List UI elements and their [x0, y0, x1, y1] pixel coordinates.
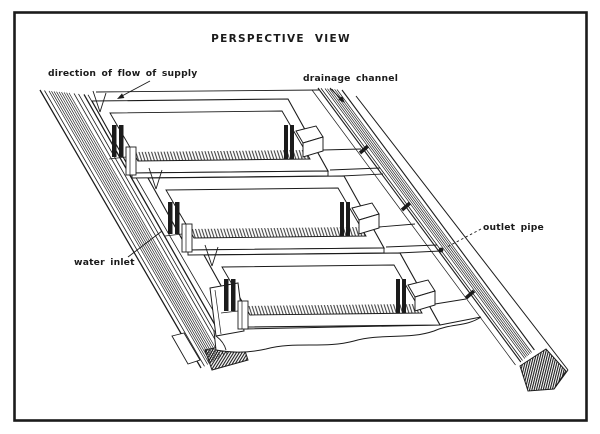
- annotation-outlet-pipe: outlet pipe: [446, 222, 544, 248]
- basin-water-band: [189, 227, 366, 238]
- figure-title: PERSPECTIVE VIEW: [211, 33, 351, 45]
- outlet-box-front: [358, 213, 380, 235]
- water-inlet-leader-line: [127, 230, 163, 258]
- outlet-monk-post: [290, 125, 294, 159]
- fish-basin-1: [91, 98, 329, 179]
- water-inlet-gate-post: [224, 279, 229, 311]
- bund-edge-lines: [95, 89, 467, 305]
- outlet-monk-post: [284, 125, 288, 159]
- inlet-gate-base: [220, 310, 239, 314]
- label-outlet-pipe: outlet pipe: [483, 222, 544, 233]
- supply-gate-notches: [92, 90, 219, 267]
- inlet-gate-base: [108, 156, 127, 160]
- water-inlet-gate-post: [112, 125, 117, 157]
- annotation-water-inlet: water inlet: [74, 230, 163, 268]
- annotation-flow-direction: direction of flow of supply: [48, 68, 197, 99]
- drainage-channel-bank-line: [320, 87, 523, 361]
- outlet-monk-post: [402, 279, 406, 313]
- drainage-channel-water-lines: [324, 88, 532, 359]
- outlet-monk-post: [396, 279, 400, 313]
- corner-gate-slot: [237, 300, 249, 330]
- outlet-pipe-leader-line: [446, 228, 482, 248]
- supply-channel-water-lines: [48, 90, 221, 365]
- label-water-inlet: water inlet: [74, 257, 135, 268]
- torn-edge: [213, 316, 482, 353]
- monk-wall-foot: [215, 335, 227, 351]
- label-flow-direction: direction of flow of supply: [48, 68, 197, 79]
- outlet-monk-post: [346, 202, 350, 236]
- water-inlet-gate-post: [231, 279, 236, 311]
- annotation-drainage-channel: drainage channel: [303, 73, 398, 103]
- inlet-gate-base: [164, 233, 183, 237]
- drainage-channel-bank-edges: [317, 87, 535, 363]
- outlet-monk-post: [340, 202, 344, 236]
- basin-water-band: [133, 150, 310, 161]
- water-inlet-gate-post: [168, 202, 173, 234]
- water-inlet-gate-post: [119, 125, 124, 157]
- fish-basin-3: [203, 252, 441, 351]
- outlet-pipe-marks: [358, 144, 476, 300]
- figure-frame-border: [13, 11, 588, 422]
- drainage-channel-cut-end: [519, 348, 567, 392]
- flow-direction-arrowhead: [117, 93, 125, 99]
- drainage-channel: [311, 87, 569, 392]
- fish-basin-2: [147, 175, 385, 256]
- outlet-box-front: [414, 290, 436, 312]
- supply-channel-bank-edges: [39, 89, 231, 369]
- corner-gate-slot: [125, 146, 137, 176]
- corner-gate-slot: [181, 223, 193, 253]
- supply-channel-bank-lines: [44, 90, 237, 367]
- monk-wall-line: [214, 289, 222, 335]
- drainage-channel-left-bank-line: [311, 89, 516, 366]
- outlet-pipe-dot: [438, 247, 444, 253]
- flow-direction-leader-line: [120, 80, 151, 97]
- basin-water-band: [245, 304, 422, 315]
- bund-lines: [95, 89, 467, 305]
- outlet-box-front: [302, 136, 324, 158]
- drainage-channel-leader-line: [329, 87, 342, 100]
- drainage-channel-arrowhead: [338, 96, 345, 103]
- label-drainage-channel: drainage channel: [303, 73, 398, 84]
- water-inlet-gate-post: [175, 202, 180, 234]
- supply-channel-bank-step: [171, 332, 201, 365]
- drainage-channel-outer-bank-edge: [355, 95, 569, 390]
